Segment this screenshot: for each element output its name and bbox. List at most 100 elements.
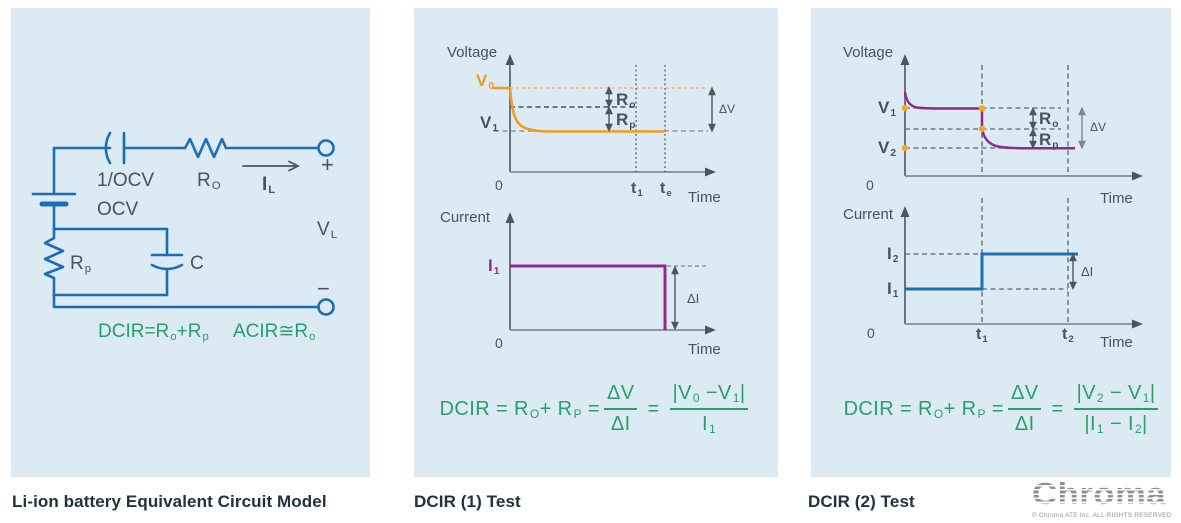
resistor-r0-symbol <box>183 137 228 159</box>
v0-label: V0 <box>476 71 495 92</box>
i1-label: I1 <box>488 256 500 277</box>
circuit-caption: Li-ion battery Equivalent Circuit Model <box>12 492 327 511</box>
delta-i-label: ΔI <box>1081 264 1094 279</box>
r0-label: RO <box>197 170 221 193</box>
voltage-plot <box>900 54 1143 181</box>
x-axis-arrow <box>705 167 716 177</box>
copyright-text: © Chroma ATE Inc. ALL RIGHTS RESERVED <box>1032 512 1172 519</box>
circuit-diagram <box>31 131 335 316</box>
v1-label: V1 <box>878 98 897 119</box>
rp-label: Rp <box>616 110 636 131</box>
t1-label: t1 <box>976 326 988 345</box>
x-axis-arrow <box>1132 171 1143 181</box>
current-axis-title: Current <box>440 209 491 226</box>
dcir1-caption: DCIR (1) Test <box>414 492 521 511</box>
y-axis-arrow <box>900 54 910 65</box>
current-axis-title: Current <box>843 206 894 223</box>
ocv-label: OCV <box>97 199 139 220</box>
current-step-line <box>905 252 1078 291</box>
rp-label: Rp <box>70 253 92 276</box>
dcir2-panel: Voltage V1 V2 Ro Rp ΔV 0 Time Current I2… <box>811 8 1171 477</box>
dcir2-plots <box>900 54 1143 329</box>
dcir1-plots <box>493 54 716 335</box>
y-axis-arrow <box>900 206 910 217</box>
x-axis-arrow <box>1132 319 1143 329</box>
positive-terminal <box>317 139 335 157</box>
t2-label: t2 <box>1062 326 1074 345</box>
ro-measure-arrow <box>605 85 613 109</box>
circuit-panel: 1/OCV RO IL OCV Rp C VL + − DCIR=Ro+Rp A… <box>11 8 370 477</box>
negative-terminal <box>317 298 335 316</box>
rp-measure-arrow <box>1029 127 1037 150</box>
series-capacitor-label: 1/OCV <box>97 170 155 191</box>
v2-dot <box>901 144 909 152</box>
dv-measure-arrow <box>708 86 716 133</box>
equation-lhs: DCIR = RO+ RP = <box>843 397 1004 421</box>
equals-sign: = <box>647 397 660 420</box>
voltage-plot <box>493 54 716 177</box>
chroma-wordmark: Chroma <box>1032 476 1167 511</box>
chroma-logo: Chroma © Chroma ATE Inc. ALL RIGHTS RESE… <box>1032 478 1177 519</box>
step-top-dot <box>978 105 986 112</box>
step-bottom-dot <box>978 125 986 133</box>
dcir2-equation: DCIR = RO+ RP = ΔV ΔI = |V2 − V1| |I1 − … <box>825 382 1173 436</box>
te-label: te <box>660 180 672 199</box>
marker-dots <box>901 104 986 152</box>
voltage-axis-title: Voltage <box>843 44 894 61</box>
x-axis-arrow <box>705 325 716 335</box>
delta-v-label: ΔV <box>719 102 736 116</box>
equals-sign: = <box>1051 397 1064 420</box>
dv-di-fraction: ΔV ΔI <box>1007 382 1042 436</box>
rp-measure-arrow <box>605 105 613 133</box>
v1-label: V1 <box>480 113 499 134</box>
voltage-current-fraction: |V2 − V1| |I1 − I2| <box>1073 382 1159 436</box>
origin-label: 0 <box>495 177 503 193</box>
rp-label: Rp <box>1039 130 1059 151</box>
di-measure-arrow <box>1069 252 1077 291</box>
delta-v-label: ΔV <box>1090 120 1107 134</box>
load-current-label: IL <box>262 174 276 197</box>
v1-dot <box>901 104 909 112</box>
origin-label: 0 <box>495 335 503 351</box>
t1-label: t1 <box>631 180 643 199</box>
time-axis-title: Time <box>1100 190 1133 207</box>
voltage-curve <box>508 87 665 133</box>
i2-label: I2 <box>887 244 899 265</box>
ro-label: Ro <box>616 90 636 111</box>
v2-label: V2 <box>878 138 897 159</box>
di-measure-arrow <box>671 265 679 331</box>
bottom-rail <box>52 293 320 309</box>
time-axis-title: Time <box>688 341 721 358</box>
time-axis-title: Time <box>688 189 721 206</box>
resistor-rp-symbol <box>43 227 65 297</box>
series-capacitor-curved-plate <box>104 131 112 165</box>
dcir2-caption: DCIR (2) Test <box>808 492 915 511</box>
current-plot <box>900 198 1143 329</box>
minus-sign: − <box>317 276 330 301</box>
load-current-arrow <box>242 160 301 172</box>
c-label: C <box>190 253 204 274</box>
i1-label: I1 <box>887 279 899 300</box>
dcir1-equation: DCIR = RO+ RP = ΔV ΔI = |V0 −V1| I1 <box>428 382 764 436</box>
dv-measure-arrow <box>1078 106 1086 150</box>
dashed-guides <box>905 198 1069 324</box>
delta-i-label: ΔI <box>687 291 700 306</box>
voltage-curve <box>903 91 1075 150</box>
acir-formula: ACIR≅Ro <box>233 321 316 344</box>
dv-di-fraction: ΔV ΔI <box>603 382 638 436</box>
voltage-axis-title: Voltage <box>447 44 498 61</box>
y-axis-arrow <box>505 54 515 65</box>
current-plot <box>505 212 716 335</box>
current-step-line <box>510 264 667 330</box>
circuit-wires <box>31 131 335 316</box>
equation-lhs: DCIR = RO+ RP = <box>439 397 600 421</box>
capacitor-c-curved-plate <box>150 263 184 271</box>
vl-label: VL <box>317 219 338 242</box>
ro-label: Ro <box>1039 109 1059 130</box>
origin-label: 0 <box>866 177 874 193</box>
dcir-formula: DCIR=Ro+Rp <box>98 321 209 344</box>
y-axis-arrow <box>505 212 515 223</box>
plus-sign: + <box>321 152 334 177</box>
time-axis-title: Time <box>1100 334 1133 351</box>
